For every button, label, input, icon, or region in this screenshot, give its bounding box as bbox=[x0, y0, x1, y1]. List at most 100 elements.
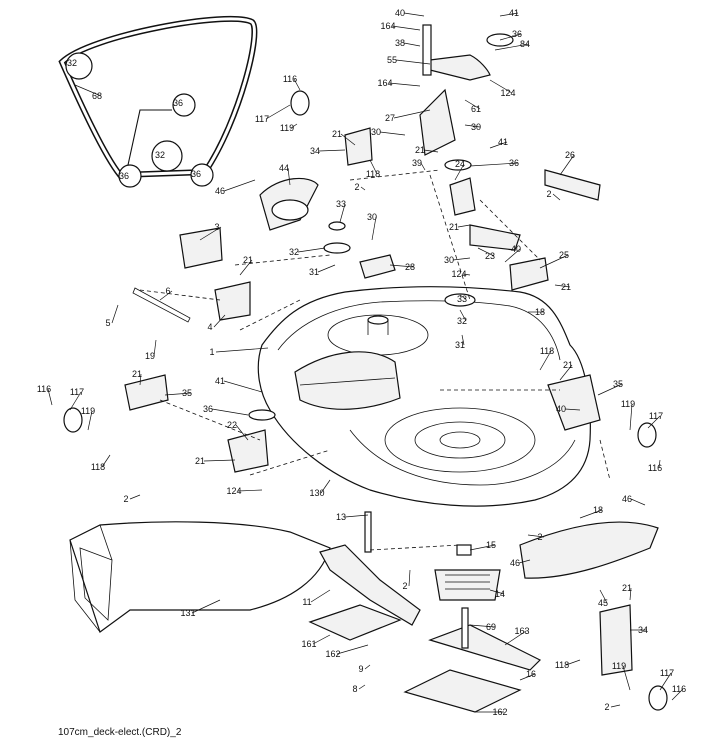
part-label-162b: 162 bbox=[492, 707, 507, 717]
diagram-caption: 107cm_deck-elect.(CRD)_2 bbox=[58, 727, 182, 738]
part-label-116c: 116 bbox=[648, 463, 662, 473]
leader-line-2a bbox=[552, 193, 561, 201]
leader-line-119a bbox=[290, 123, 298, 129]
leader-line-35b bbox=[597, 383, 623, 396]
leader-line-124b bbox=[462, 273, 471, 276]
part-label-32d: 32 bbox=[457, 316, 467, 326]
part-label-21c: 21 bbox=[243, 255, 253, 265]
leader-line-44 bbox=[287, 167, 291, 186]
leader-line-34a bbox=[318, 149, 346, 152]
part-label-162a: 162 bbox=[325, 649, 340, 659]
part-label-9a: 9 bbox=[358, 664, 363, 674]
part-label-8: 8 bbox=[352, 684, 357, 694]
part-label-25: 25 bbox=[559, 250, 569, 260]
leader-line-161 bbox=[312, 634, 331, 645]
part-label-4: 4 bbox=[207, 322, 212, 332]
leader-line-116c bbox=[658, 459, 661, 469]
part-label-32b: 32 bbox=[155, 150, 165, 160]
part-label-32a: 32 bbox=[67, 58, 77, 68]
leader-line-21d bbox=[457, 224, 471, 228]
part-label-61: 61 bbox=[471, 104, 481, 114]
part-label-118b: 118 bbox=[540, 346, 554, 356]
part-label-163: 163 bbox=[514, 626, 529, 636]
part-label-124a: 124 bbox=[500, 88, 515, 98]
part-label-33a: 33 bbox=[336, 199, 346, 209]
leader-line-3 bbox=[199, 226, 222, 241]
part-label-1: 1 bbox=[209, 347, 214, 357]
part-label-119a: 119 bbox=[280, 123, 294, 133]
leader-line-119d bbox=[622, 665, 631, 691]
part-label-118d: 118 bbox=[555, 660, 569, 670]
part-label-68: 68 bbox=[92, 91, 102, 101]
part-label-34b: 34 bbox=[638, 625, 648, 635]
mower-deck-housing bbox=[257, 286, 591, 507]
part-label-130: 130 bbox=[309, 488, 324, 498]
leader-line-45 bbox=[599, 589, 608, 604]
part-label-116b: 116 bbox=[37, 384, 51, 394]
leader-line-164a bbox=[391, 25, 421, 31]
part-label-36f: 36 bbox=[203, 404, 213, 414]
part-label-117b: 117 bbox=[70, 387, 84, 397]
leader-line-38 bbox=[403, 42, 421, 47]
leader-line-163 bbox=[504, 630, 527, 646]
part-label-5: 5 bbox=[105, 318, 110, 328]
leader-line-5 bbox=[111, 304, 119, 324]
part-label-14: 14 bbox=[495, 589, 505, 599]
part-label-40a: 40 bbox=[395, 8, 405, 18]
part-label-26: 26 bbox=[565, 150, 575, 160]
part-label-131: 131 bbox=[180, 608, 195, 618]
part-label-22: 22 bbox=[227, 420, 237, 430]
part-label-41a: 41 bbox=[509, 8, 519, 18]
part-label-35b: 35 bbox=[613, 379, 623, 389]
part-label-40b: 40 bbox=[511, 244, 521, 254]
leader-line-21c bbox=[239, 259, 253, 276]
part-label-55: 55 bbox=[387, 55, 397, 65]
leader-line-124c bbox=[237, 489, 263, 492]
leader-line-16 bbox=[519, 673, 536, 681]
part-label-46c: 46 bbox=[510, 558, 520, 568]
leader-line-116d bbox=[671, 688, 684, 701]
part-label-2f: 2 bbox=[604, 702, 609, 712]
deflector-131-drawing bbox=[69, 521, 331, 633]
leader-line-24 bbox=[454, 163, 465, 181]
part-label-116d: 116 bbox=[672, 684, 686, 694]
leader-line-30a bbox=[379, 131, 406, 136]
leader-line-124a bbox=[489, 79, 513, 94]
leader-line-31a bbox=[317, 264, 336, 273]
part-label-119d: 119 bbox=[612, 661, 626, 671]
part-label-19: 19 bbox=[145, 351, 155, 361]
leader-line-15 bbox=[469, 544, 496, 551]
part-label-30a: 30 bbox=[371, 127, 381, 137]
part-label-2c: 2 bbox=[123, 494, 128, 504]
part-label-36d: 36 bbox=[119, 171, 129, 181]
leader-line-40c bbox=[564, 408, 581, 411]
leader-line-25 bbox=[539, 254, 569, 269]
leader-line-40b bbox=[504, 248, 521, 263]
leader-line-116b bbox=[47, 388, 53, 406]
leader-line-31b bbox=[461, 334, 465, 346]
part-label-124b: 124 bbox=[451, 269, 466, 279]
part-label-6: 6 bbox=[165, 286, 170, 296]
part-label-36b: 36 bbox=[509, 158, 519, 168]
leader-line-18b bbox=[579, 509, 603, 519]
leader-line-117b bbox=[69, 391, 82, 411]
leader-line-118c bbox=[101, 454, 111, 468]
leader-line-2e bbox=[408, 569, 411, 587]
part-label-30b: 30 bbox=[471, 122, 481, 132]
part-label-31a: 31 bbox=[309, 267, 319, 277]
leader-line-2c bbox=[129, 494, 141, 500]
leader-line-32c bbox=[297, 247, 326, 253]
leader-line-119b bbox=[629, 403, 633, 431]
part-label-21a: 21 bbox=[415, 145, 425, 155]
leader-line-61 bbox=[464, 99, 481, 110]
leader-line-28 bbox=[389, 264, 415, 268]
part-label-15: 15 bbox=[486, 540, 496, 550]
leader-line-162a bbox=[336, 644, 369, 655]
part-label-46b: 46 bbox=[622, 494, 632, 504]
part-label-39: 39 bbox=[412, 158, 422, 168]
part-label-32c: 32 bbox=[289, 247, 299, 257]
leader-line-41b bbox=[489, 141, 508, 149]
leader-line-41a bbox=[499, 12, 519, 17]
